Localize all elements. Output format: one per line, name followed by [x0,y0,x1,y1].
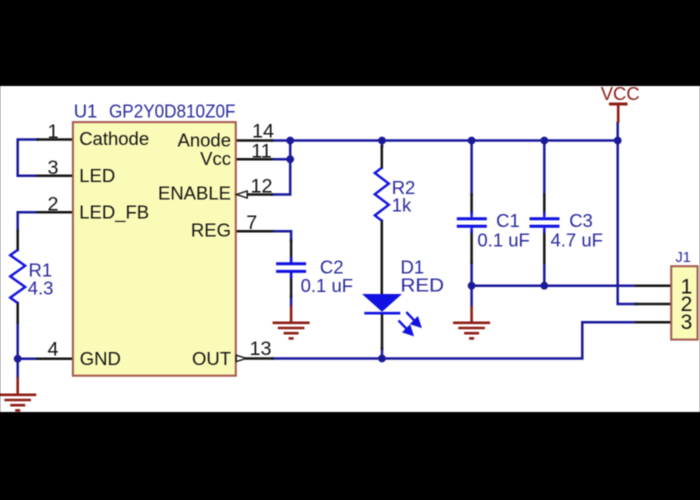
svg-text:1: 1 [47,121,58,143]
svg-text:Vcc: Vcc [200,148,231,169]
svg-text:ENABLE: ENABLE [158,183,231,204]
svg-text:4.3: 4.3 [28,278,54,299]
svg-text:13: 13 [250,338,272,360]
svg-text:Anode: Anode [178,130,232,151]
svg-text:OUT: OUT [192,348,231,369]
svg-text:14: 14 [252,121,274,143]
svg-text:3: 3 [47,157,58,179]
svg-text:1k: 1k [392,195,412,216]
svg-text:RED: RED [401,274,445,295]
svg-text:C2: C2 [320,256,344,277]
svg-text:R2: R2 [392,177,416,198]
svg-text:C1: C1 [496,210,520,231]
svg-text:VCC: VCC [601,83,640,104]
svg-text:GP2Y0D810Z0F: GP2Y0D810Z0F [109,101,236,122]
svg-text:C3: C3 [569,210,593,231]
svg-text:J1: J1 [676,250,691,266]
svg-text:12: 12 [251,175,273,197]
svg-text:11: 11 [251,140,272,162]
svg-text:1: 1 [681,275,693,298]
svg-text:0.1 uF: 0.1 uF [301,275,353,296]
svg-text:7: 7 [246,212,257,234]
svg-text:4: 4 [47,338,58,360]
svg-text:LED_FB: LED_FB [79,202,149,224]
svg-text:U1: U1 [74,101,98,122]
svg-text:GND: GND [80,348,121,369]
svg-text:LED: LED [79,165,115,186]
svg-text:2: 2 [47,194,58,216]
svg-text:2: 2 [681,293,693,316]
svg-text:REG: REG [191,220,231,241]
svg-text:3: 3 [681,311,693,334]
svg-text:4.7 uF: 4.7 uF [551,229,603,250]
svg-text:D1: D1 [401,257,425,278]
svg-text:R1: R1 [29,260,53,281]
svg-text:Cathode: Cathode [79,128,149,149]
svg-text:0.1 uF: 0.1 uF [477,229,529,250]
